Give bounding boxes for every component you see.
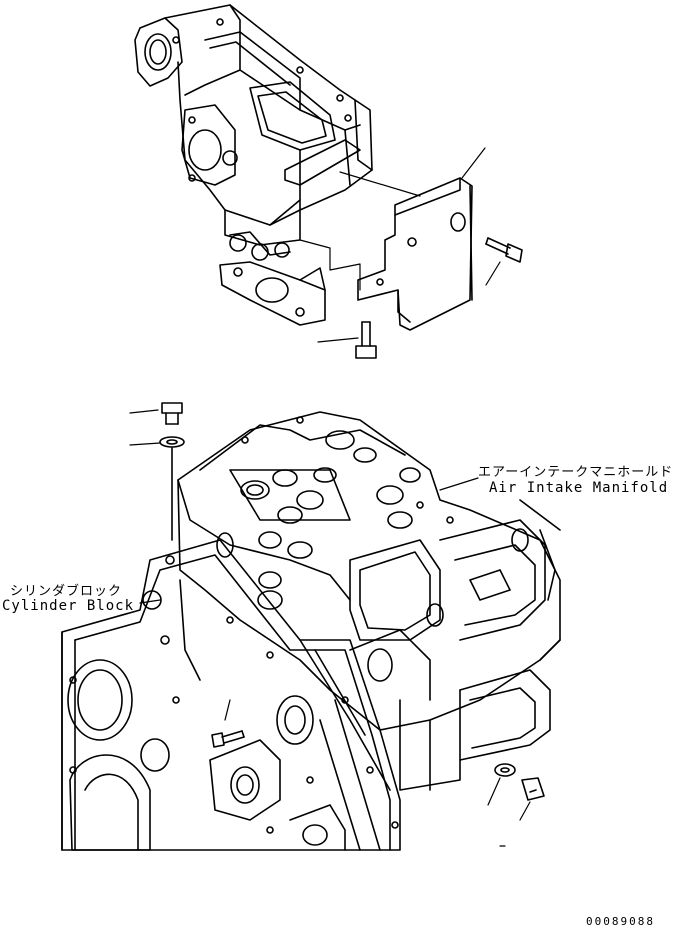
washer-lower-right xyxy=(494,763,516,777)
label-air-intake-manifold-jp: エアーインテークマニホールド xyxy=(478,465,674,480)
leader-lines-lower xyxy=(129,409,531,847)
label-cylinder-block-jp: シリンダブロック xyxy=(10,584,123,599)
drawing-number: 00089088 xyxy=(586,915,655,928)
plug-lower-right xyxy=(521,777,545,801)
bolt-upper-lower xyxy=(355,321,377,359)
plug-top-left xyxy=(161,402,183,425)
label-air-intake-manifold-en: Air Intake Manifold xyxy=(489,480,669,496)
air-intake-manifold xyxy=(134,4,373,326)
cylinder-block xyxy=(61,539,401,851)
washer-top-left xyxy=(159,436,185,541)
assembly-guide-lines xyxy=(299,171,421,291)
label-cylinder-block-en: Cylinder Block xyxy=(2,598,135,614)
bolt-upper-right xyxy=(485,237,523,263)
bolt-block-left xyxy=(211,730,245,748)
bracket-plate xyxy=(357,177,473,331)
cylinder-head xyxy=(177,411,561,791)
leader-lines-upper xyxy=(317,147,501,343)
